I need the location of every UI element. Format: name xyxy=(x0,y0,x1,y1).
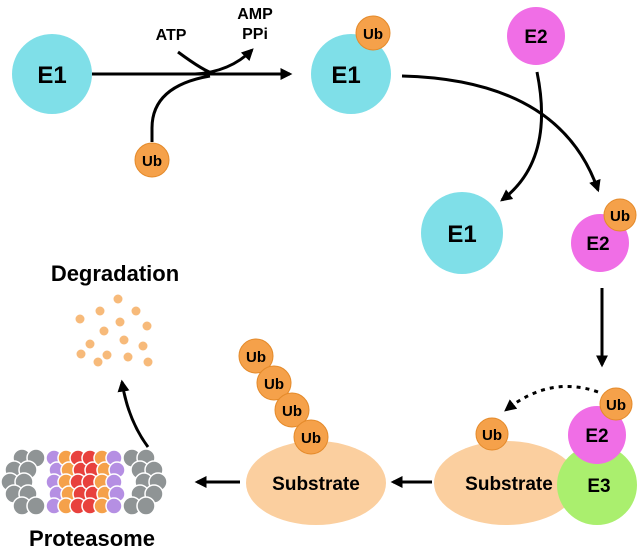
e1-label-start: E1 xyxy=(37,62,66,89)
degradation-label: Degradation xyxy=(51,261,179,286)
ub-label-on-e2-e3: Ub xyxy=(606,397,626,414)
transfer-to-e2-arrow xyxy=(401,74,601,193)
amp-ppi-output-arrow xyxy=(194,48,254,76)
e2-circle-on-e3 xyxy=(568,406,626,464)
ub-chain-4-label: Ub xyxy=(301,430,321,447)
proteasome-icon xyxy=(0,448,168,516)
ub-chain-4 xyxy=(293,419,329,455)
peptide-dot xyxy=(131,306,141,316)
e2-label-charged: E2 xyxy=(586,234,609,255)
substrate-ellipse-polyub xyxy=(246,441,386,525)
ub-chain-3 xyxy=(274,392,310,428)
peptide-dot xyxy=(76,349,86,359)
degraded-peptides xyxy=(75,294,153,367)
e2-label-free: E2 xyxy=(524,27,547,48)
to-degradation-arrow xyxy=(117,379,150,448)
proteasome-subunit xyxy=(105,497,123,515)
substrate-label-polyub: Substrate xyxy=(272,474,360,495)
e1-label-released: E1 xyxy=(447,221,476,248)
peptide-dot xyxy=(142,321,152,331)
ub-circle-on-e2-e3 xyxy=(599,387,633,421)
peptide-dot xyxy=(93,357,103,367)
ub-label-on-e1: Ub xyxy=(363,26,383,43)
peptide-dot xyxy=(85,339,95,349)
ub-chain-1-label: Ub xyxy=(246,349,266,366)
substrate-label-e3: Substrate xyxy=(465,474,553,495)
e1-release-arrow xyxy=(500,71,544,202)
ub-transfer-dashed-arrow xyxy=(504,385,599,412)
peptide-dot xyxy=(119,335,129,345)
peptide-dot xyxy=(115,317,125,327)
peptide-dot xyxy=(102,350,112,360)
e1-circle-released xyxy=(421,192,503,274)
e1-label-charged: E1 xyxy=(331,62,360,89)
peptide-dot xyxy=(143,357,153,367)
peptide-dot xyxy=(123,352,133,362)
proteasome-label: Proteasome xyxy=(29,526,155,551)
peptide-dot xyxy=(99,326,109,336)
ppi-label: PPi xyxy=(242,26,268,43)
peptide-dot xyxy=(75,314,85,324)
ub-circle-transferred xyxy=(475,417,509,451)
peptide-dot xyxy=(113,294,123,304)
atp-label: ATP xyxy=(156,27,187,44)
ub-circle-on-e1 xyxy=(355,15,391,51)
e1-circle-start xyxy=(12,34,92,114)
ub-label-free: Ub xyxy=(142,153,162,170)
e2-circle-free xyxy=(507,7,565,65)
ub-chain-1 xyxy=(238,338,274,374)
e3-circle xyxy=(557,445,637,525)
substrate-ellipse-e3 xyxy=(434,441,578,525)
proteasome-subunit xyxy=(136,496,156,516)
e1-circle-charged xyxy=(311,34,391,114)
ub-label-on-e2: Ub xyxy=(610,208,630,225)
peptide-dot xyxy=(138,341,148,351)
ub-input-arrow xyxy=(150,74,211,142)
atp-input-arrow xyxy=(177,50,216,76)
ub-chain-3-label: Ub xyxy=(282,403,302,420)
ub-label-transferred: Ub xyxy=(482,427,502,444)
ub-chain-2-label: Ub xyxy=(264,376,284,393)
amp-label: AMP xyxy=(237,6,273,23)
ub-circle-on-e2 xyxy=(603,198,637,232)
proteasome-subunit xyxy=(26,496,46,516)
e3-label: E3 xyxy=(587,476,610,497)
ub-circle-free xyxy=(134,142,170,178)
ub-chain-2 xyxy=(256,365,292,401)
e2-label-on-e3: E2 xyxy=(585,426,608,447)
peptide-dot xyxy=(95,306,105,316)
